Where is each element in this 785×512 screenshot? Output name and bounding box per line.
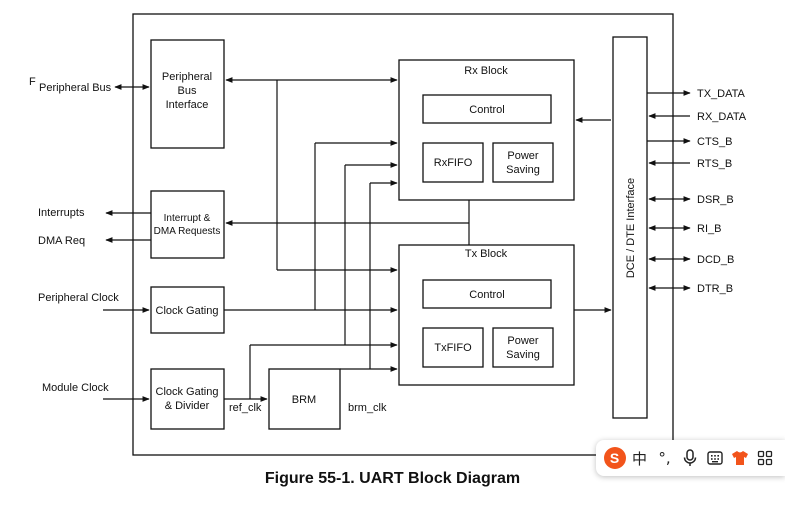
brm-block	[268, 368, 341, 430]
ime-keyboard-button[interactable]	[702, 444, 727, 472]
clock-gating-label: Clock Gating	[156, 305, 219, 317]
signal-dcd-b: DCD_B	[697, 254, 734, 266]
signal-rx-data: RX_DATA	[697, 111, 747, 123]
stray-mark: F	[29, 76, 36, 88]
cgd-label-line1: Clock Gating	[156, 386, 219, 398]
rx-block-title: Rx Block	[464, 65, 508, 77]
rx-fifo-block	[422, 142, 484, 183]
ref-clk-label: ref_clk	[229, 402, 262, 414]
rx-control-label: Control	[469, 104, 504, 116]
microphone-icon	[683, 449, 696, 466]
rx-power-label-line2: Saving	[506, 164, 540, 176]
tx-fifo-label: TxFIFO	[434, 342, 472, 354]
label-dma-req: DMA Req	[38, 235, 85, 247]
clock-gating-block	[150, 286, 225, 334]
peripheral-bus-interface-block	[150, 39, 225, 149]
dce-dte-label: DCE / DTE Interface	[625, 178, 637, 278]
punctuation-label: °,	[658, 449, 671, 467]
rx-fifo-label: RxFIFO	[434, 157, 473, 169]
rx-control-block	[422, 94, 552, 124]
tx-control-block	[422, 279, 552, 309]
brm-label: BRM	[292, 394, 316, 406]
chinese-mode-label: 中	[631, 449, 647, 468]
figure-caption: Figure 55-1. UART Block Diagram	[264, 470, 521, 487]
ime-punctuation-button[interactable]: °,	[652, 444, 677, 472]
brm-clk-label: brm_clk	[348, 402, 387, 414]
label-interrupts: Interrupts	[38, 207, 85, 219]
ime-skin-button[interactable]	[727, 444, 752, 472]
tx-block-title: Tx Block	[465, 248, 508, 260]
tx-fifo-block	[422, 327, 484, 368]
ime-apps-button[interactable]	[752, 444, 777, 472]
apps-grid-icon	[757, 450, 772, 466]
interrupt-dma-block	[150, 190, 225, 259]
ime-logo-icon: S	[603, 447, 626, 469]
signal-cts-b: CTS_B	[697, 136, 732, 148]
signal-rts-b: RTS_B	[697, 158, 732, 170]
ime-logo-button[interactable]: S	[602, 444, 627, 472]
label-module-clock: Module Clock	[42, 382, 109, 394]
dce-dte-interface-block	[612, 36, 648, 419]
signal-dtr-b: DTR_B	[697, 283, 733, 295]
clock-gating-divider-block	[150, 368, 225, 430]
rx-power-label-line1: Power	[507, 150, 539, 162]
tx-control-label: Control	[469, 289, 504, 301]
cgd-label-line2: & Divider	[165, 400, 210, 412]
label-peripheral-bus: Peripheral Bus	[39, 82, 112, 94]
irq-label-line2: DMA Requests	[154, 226, 221, 237]
keyboard-icon	[706, 451, 723, 465]
signal-ri-b: RI_B	[697, 223, 721, 235]
ime-chinese-mode-button[interactable]: 中	[627, 444, 652, 472]
rx-power-saving-block	[492, 142, 554, 183]
ime-voice-button[interactable]	[677, 444, 702, 472]
pbi-label-line1: Peripheral	[162, 71, 212, 83]
tx-power-label-line2: Saving	[506, 349, 540, 361]
interconnect-wires	[103, 77, 691, 402]
irq-label-line1: Interrupt &	[164, 213, 211, 224]
label-peripheral-clock: Peripheral Clock	[38, 292, 119, 304]
tx-power-label-line1: Power	[507, 335, 539, 347]
tx-power-saving-block	[492, 327, 554, 368]
signal-dsr-b: DSR_B	[697, 194, 734, 206]
ime-toolbar: S 中 °,	[596, 440, 785, 476]
pbi-label-line3: Interface	[166, 99, 209, 111]
pbi-label-line2: Bus	[178, 85, 197, 97]
signal-tx-data: TX_DATA	[697, 88, 746, 100]
shirt-icon	[731, 451, 748, 465]
